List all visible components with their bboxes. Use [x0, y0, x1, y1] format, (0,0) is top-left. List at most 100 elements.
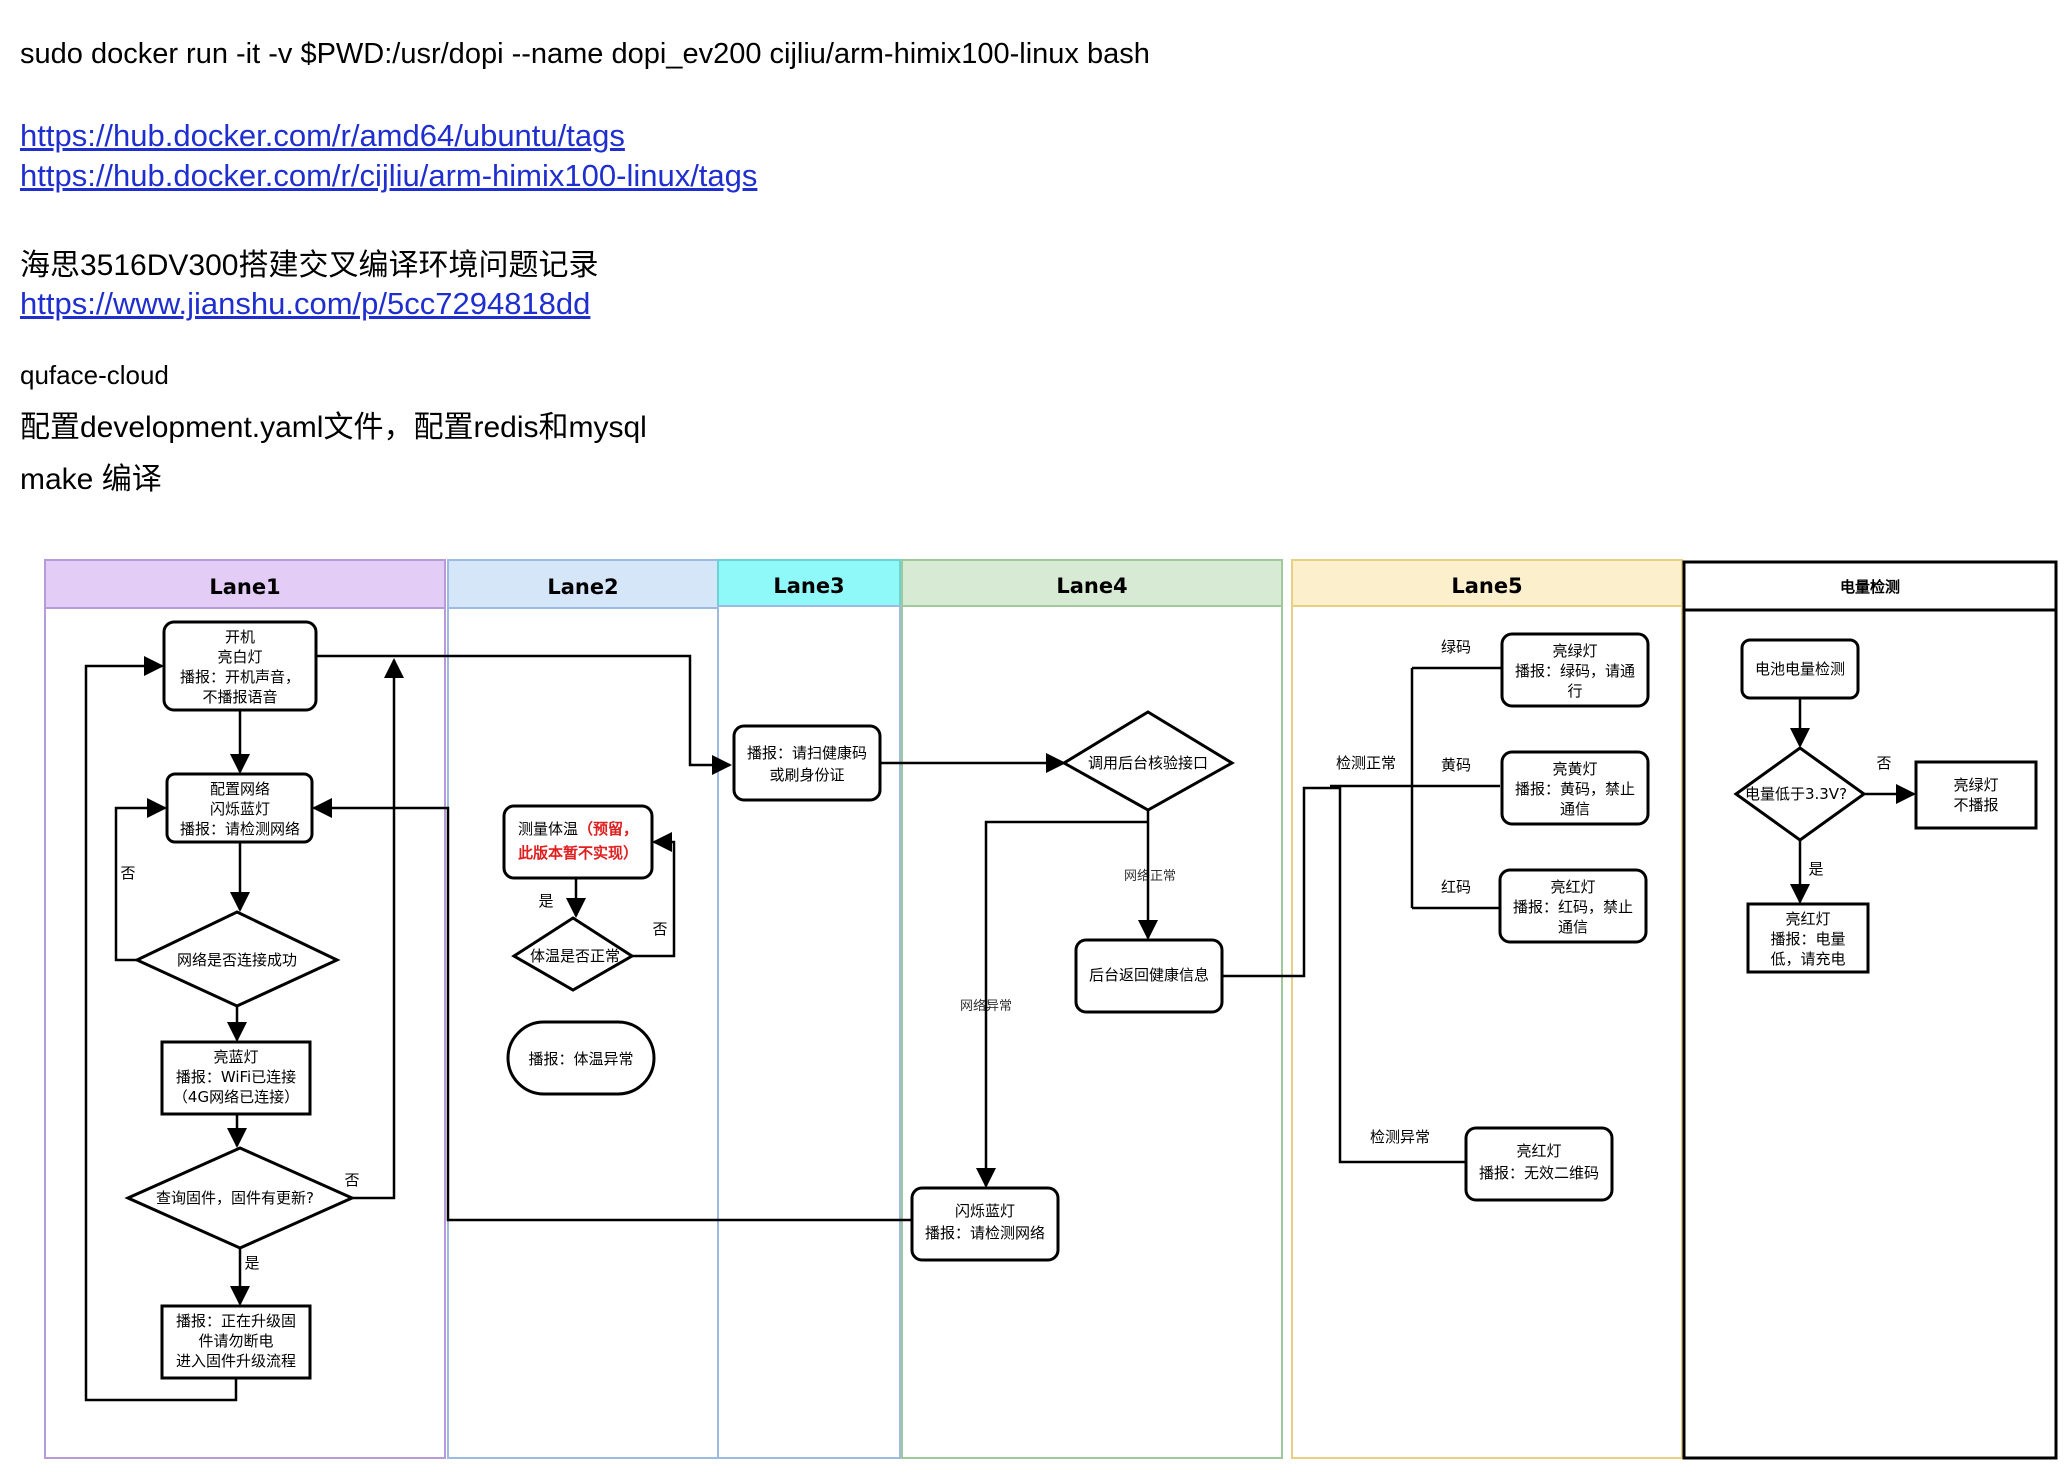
node-health-info-text: 后台返回健康信息	[1089, 966, 1209, 984]
node-battery-ok-l1: 亮绿灯	[1953, 776, 1998, 794]
node-blue-l3: （4G网络已连接）	[173, 1088, 299, 1106]
config-note: 配置development.yaml文件，配置redis和mysql	[20, 411, 647, 444]
jianshu-link[interactable]: https://www.jianshu.com/p/5cc7294818dd	[20, 286, 591, 321]
lane-2: Lane2	[447, 559, 719, 1459]
node-yellow-code	[1500, 750, 1650, 826]
label-no-network: 否	[120, 864, 135, 882]
arrow-boot-scan	[316, 654, 732, 775]
label-battery-no: 否	[1876, 754, 1891, 772]
lane-5: Lane5	[1291, 559, 1683, 1459]
node-red-l2: 播报：红码，禁止	[1513, 898, 1633, 916]
lane-2-title: Lane2	[547, 575, 618, 599]
lane-4: Lane4	[901, 559, 1283, 1459]
node-scan-l2: 或刷身份证	[769, 766, 844, 784]
node-temp-normal	[511, 916, 635, 992]
node-green-l2: 播报：绿码，请通	[1515, 662, 1635, 680]
node-battery-warn-l1: 亮红灯	[1785, 910, 1830, 928]
arrow-net-error-back	[312, 798, 912, 1222]
label-no-temp: 否	[652, 920, 667, 938]
node-measure-temp-red1: （预留，	[578, 820, 638, 838]
node-yellow-l3: 通信	[1560, 800, 1590, 818]
node-config-l3: 播报：请检测网络	[180, 820, 300, 838]
node-battery-check-text: 电池电量检测	[1755, 660, 1845, 678]
lane-battery-title: 电量检测	[1840, 578, 1900, 596]
node-battery-ok-l2: 不播报	[1953, 796, 1998, 814]
lane-battery-body	[1682, 608, 2058, 1460]
label-net-ok: 网络正常	[1124, 868, 1176, 884]
make-note: make 编译	[20, 463, 162, 496]
lane-battery: 电量检测	[1682, 560, 2058, 1460]
lane-4-header-bg	[901, 559, 1283, 607]
node-blue-l2: 播报：WiFi已连接	[176, 1068, 296, 1086]
arrow-upgrade-loop	[84, 656, 238, 1402]
node-measure-temp	[502, 804, 654, 880]
label-no-firmware: 否	[344, 1171, 359, 1189]
node-battery-warn	[1746, 902, 1870, 974]
node-battery-warn-l2: 播报：电量	[1770, 930, 1845, 948]
node-blue-l1: 亮蓝灯	[213, 1048, 258, 1066]
node-red-code	[1498, 868, 1648, 944]
lane-5-title: Lane5	[1451, 574, 1522, 598]
hisi-note-title: 海思3516DV300搭建交叉编译环境问题记录	[20, 249, 599, 282]
lane-1-title: Lane1	[209, 575, 280, 599]
node-net-error-l2: 播报：请检测网络	[925, 1224, 1045, 1242]
node-green-l1: 亮绿灯	[1552, 642, 1597, 660]
docker-himix-link[interactable]: https://hub.docker.com/r/cijliu/arm-himi…	[20, 158, 758, 193]
node-red-l3: 通信	[1558, 918, 1588, 936]
arrow-check-no-back	[114, 798, 167, 962]
node-blue-light	[160, 1040, 312, 1116]
label-yes-temp: 是	[538, 892, 553, 910]
node-net-error	[910, 1186, 1060, 1262]
node-measure-temp-black: 测量体温	[518, 820, 578, 838]
node-network-connected-text: 网络是否连接成功	[177, 951, 297, 969]
lane-1: Lane1	[44, 559, 446, 1459]
line-health-lane5	[1222, 786, 1340, 978]
lane-2-header-bg	[447, 559, 719, 609]
node-yellow-l1: 亮黄灯	[1552, 760, 1597, 778]
arrow-verify-err	[976, 820, 1148, 1188]
node-boot-l2: 亮白灯	[217, 648, 262, 666]
lane-battery-header	[1682, 560, 2058, 612]
label-battery-yes: 是	[1808, 860, 1823, 878]
node-upgrade-l2: 件请勿断电	[198, 1332, 273, 1350]
lane-3-body	[717, 605, 901, 1459]
docker-command: sudo docker run -it -v $PWD:/usr/dopi --…	[20, 38, 1150, 70]
docker-ubuntu-link[interactable]: https://hub.docker.com/r/amd64/ubuntu/ta…	[20, 118, 625, 153]
node-scan-l1: 播报：请扫健康码	[747, 744, 867, 762]
node-green-code	[1500, 632, 1650, 708]
node-firmware-text: 查询固件，固件有更新?	[156, 1189, 314, 1207]
node-config-l2: 闪烁蓝灯	[210, 800, 270, 818]
node-red-l1: 亮红灯	[1550, 878, 1595, 896]
node-temp-abnormal-text: 播报：体温异常	[528, 1050, 633, 1068]
lane-4-body	[901, 605, 1283, 1459]
lane-5-header-bg	[1291, 559, 1683, 607]
node-verify-api-text: 调用后台核验接口	[1088, 754, 1208, 772]
node-net-error-l1: 闪烁蓝灯	[955, 1202, 1015, 1220]
node-green-l3: 行	[1567, 682, 1582, 700]
node-boot-l1: 开机	[225, 628, 255, 646]
label-yellow-code: 黄码	[1441, 756, 1471, 774]
node-measure-temp-red2: 此版本暂不实现）	[518, 844, 638, 862]
node-invalid-l2: 播报：无效二维码	[1479, 1164, 1599, 1182]
node-upgrade-l1: 播报：正在升级固	[176, 1312, 296, 1330]
lane-4-title: Lane4	[1056, 574, 1127, 598]
lane-1-header-bg	[44, 559, 446, 609]
node-yellow-l2: 播报：黄码，禁止	[1515, 780, 1635, 798]
label-green-code: 绿码	[1441, 638, 1471, 656]
node-invalid-code	[1464, 1126, 1614, 1202]
node-temp-abnormal	[506, 1020, 656, 1096]
node-measure-temp-text: 测量体温（预留，	[518, 820, 638, 838]
lane-5-body	[1291, 605, 1683, 1459]
node-scan-code	[732, 724, 882, 802]
node-upgrade-l3: 进入固件升级流程	[176, 1352, 296, 1370]
label-detect-err: 检测异常	[1370, 1128, 1430, 1146]
lane-3-title: Lane3	[773, 574, 844, 598]
project-name: quface-cloud	[20, 360, 169, 390]
node-battery-low-text: 电量低于3.3V?	[1745, 785, 1847, 803]
arrow-temp-no	[632, 832, 676, 958]
lane-3: Lane3	[717, 559, 901, 1459]
line-detect-err	[1338, 786, 1466, 1164]
node-battery-ok	[1914, 760, 2038, 830]
arrow-firmware-no	[352, 658, 404, 1200]
